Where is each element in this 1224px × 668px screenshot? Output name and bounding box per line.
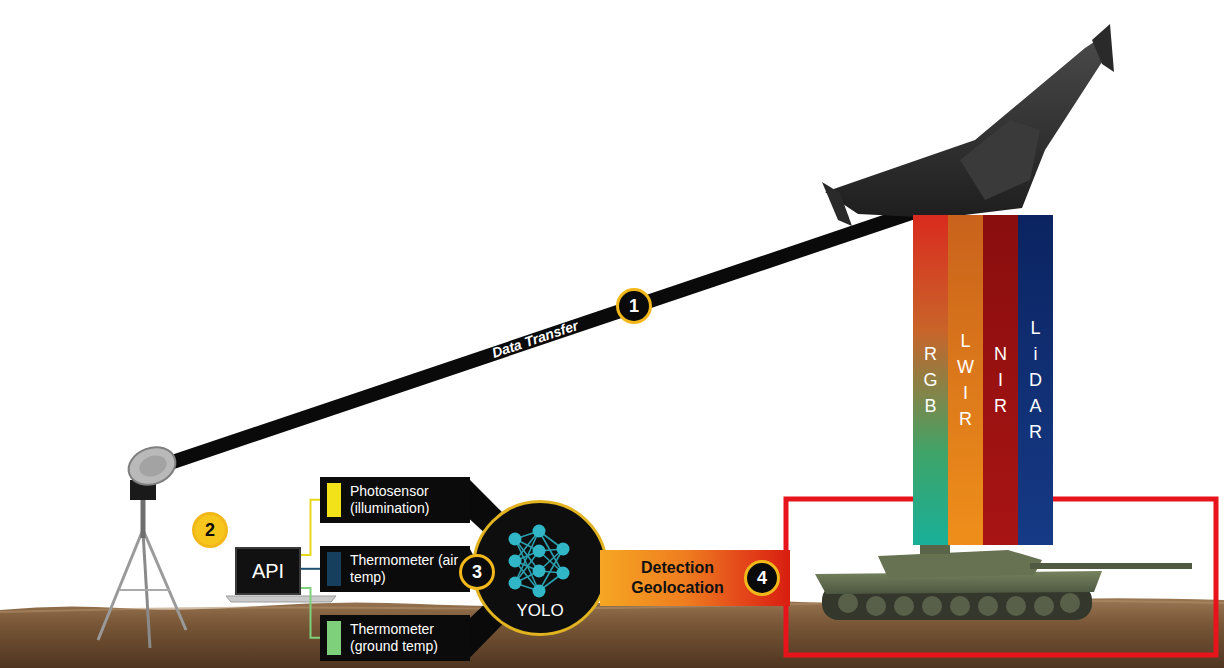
callout-number: 4 — [744, 560, 780, 596]
network-neuron — [557, 567, 570, 580]
wire-connector — [301, 500, 320, 555]
callout-number: 1 — [616, 288, 652, 324]
tripod-antenna-part — [136, 452, 169, 480]
tank-part — [1060, 593, 1080, 613]
drone — [822, 24, 1114, 226]
spectral-band: NIR — [983, 215, 1018, 545]
network-neuron — [509, 577, 522, 590]
data-beam — [155, 210, 920, 468]
tank-part — [878, 550, 1042, 578]
spectral-band: RGB — [913, 215, 948, 545]
sensor-box: Thermometer (ground temp) — [320, 615, 470, 661]
sensor-label: Photosensor (illumination) — [350, 483, 460, 517]
output-label: Detection Geolocation — [615, 558, 740, 598]
tank-part — [1006, 596, 1026, 616]
drone-part — [1092, 24, 1114, 72]
band-letters: NIR — [994, 341, 1007, 419]
laptop-base — [226, 596, 336, 602]
spectral-band: LWIR — [948, 215, 983, 545]
sensor-label: Thermometer (ground temp) — [350, 621, 460, 655]
network-neuron — [557, 543, 570, 556]
callout-number: 3 — [459, 554, 495, 590]
tank-part — [866, 596, 886, 616]
band-letters: LWIR — [957, 328, 974, 432]
tank-part — [1034, 596, 1054, 616]
api-screen: API — [235, 547, 301, 595]
tank-part — [838, 593, 858, 613]
tank-part — [978, 596, 998, 616]
tripod-antenna-part — [120, 589, 170, 591]
tank — [815, 540, 1192, 620]
tank-part — [950, 596, 970, 616]
tank-part — [922, 596, 942, 616]
network-neuron — [533, 525, 546, 538]
drone-part — [825, 34, 1106, 218]
color-swatch — [327, 621, 341, 655]
network-neuron — [509, 533, 522, 546]
network-neuron — [509, 555, 522, 568]
color-swatch — [327, 483, 341, 517]
network-neuron — [533, 565, 546, 578]
tripod-antenna — [98, 441, 186, 648]
spectral-band: LiDAR — [1018, 215, 1053, 545]
laptop-base-part — [226, 596, 336, 602]
sensor-box: Thermometer (air temp) — [320, 546, 470, 592]
sensor-box: Photosensor (illumination) — [320, 477, 470, 523]
model-label: YOLO — [475, 601, 605, 621]
api-label: API — [252, 560, 284, 583]
data-beam-part — [155, 210, 920, 468]
tripod-antenna-part — [98, 532, 142, 640]
tripod-antenna-part — [144, 532, 186, 630]
sensor-label: Thermometer (air temp) — [350, 552, 460, 586]
tank-part — [1030, 563, 1192, 569]
tripod-antenna-part — [123, 441, 180, 491]
tripod-antenna-part — [141, 498, 146, 538]
network-neuron — [533, 585, 546, 598]
wire-connector — [301, 568, 320, 570]
color-swatch — [327, 552, 341, 586]
beam-label: Data Transfer — [490, 318, 580, 360]
network-neuron — [533, 545, 546, 558]
drone-part — [960, 120, 1040, 200]
tank-part — [894, 596, 914, 616]
band-letters: RGB — [924, 341, 938, 419]
wire-connector — [301, 588, 320, 638]
drone-part — [822, 182, 852, 226]
callout-number: 2 — [192, 512, 228, 548]
band-letters: LiDAR — [1029, 315, 1042, 445]
